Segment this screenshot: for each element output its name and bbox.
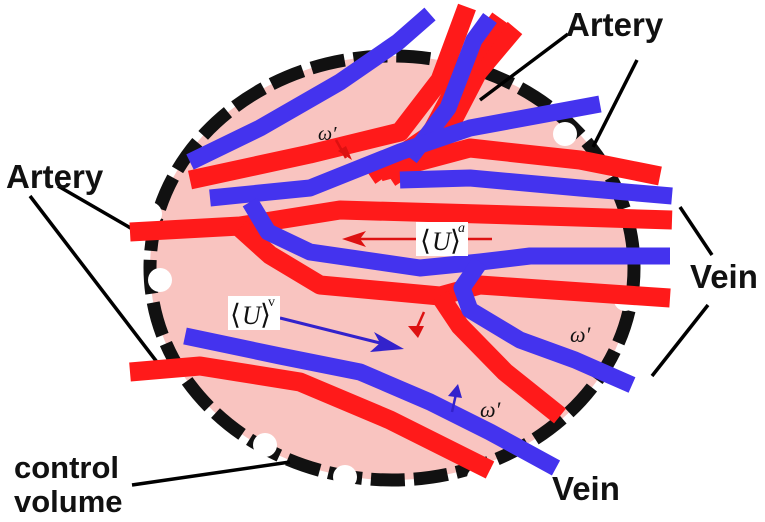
leader-artery-top-2 [591,59,639,148]
control-volume-boundary [143,49,641,487]
pore [247,46,269,68]
arteries [129,3,673,479]
artery-label-left: Artery [6,158,104,195]
vein-mean-velocity-label: ⟨ U ⟩ v [228,295,280,331]
angle-bracket-left: ⟨ [420,226,431,257]
pore [333,465,357,489]
artery-vessel [129,200,673,242]
omega-arrowhead-bottom [448,384,462,398]
vein-velocity-arrow-shaft [279,316,381,345]
mean-velocity-symbol: U [432,227,453,256]
vein-velocity-label-bg [228,296,280,330]
artery-vessel [377,138,662,186]
angle-bracket-right: ⟩ [450,226,461,257]
artery-velocity-arrowhead [342,231,366,247]
vein-vessel [183,327,561,476]
omega-prime-label-mid: ω′ [570,322,592,347]
leader-artery-left-2 [28,194,162,368]
vein-vessel [186,7,436,170]
artery-label-top: Artery [566,6,664,43]
vein-vessel [399,169,673,205]
angle-bracket-left: ⟨ [230,300,241,331]
vein-label-bottom: Vein [552,470,620,507]
artery-vessel [233,220,671,308]
pore [553,122,577,146]
leader-vein-right [678,206,714,256]
vein-label-right: Vein [690,258,758,295]
artery-superscript: a [458,221,465,236]
leader-artery-left [57,184,135,232]
veins [183,7,673,476]
vein-vessel [209,95,602,207]
vein-velocity-arrowhead [370,332,404,352]
math-annotations: ω′ ⟨ U ⟩ a ⟨ U ⟩ v ω′ ω′ [228,123,592,422]
artery-vessel [432,290,566,424]
vessels [129,3,673,479]
leader-control-volume [131,460,291,487]
vein-vessel [242,197,670,277]
control-volume-label-line1: control [14,450,119,485]
omega-prime-label-top: ω′ [318,123,337,145]
labels: Artery Artery Vein Vein control volume [6,6,758,519]
omega-arrowhead-mid [408,326,424,338]
angle-bracket-right: ⟩ [260,300,271,331]
leader-artery-top [478,32,570,102]
pore [253,433,277,457]
flow-arrows [279,139,492,413]
vein-vessel [403,13,497,164]
pore [148,268,172,292]
omega-prime-label-bottom: ω′ [480,397,502,422]
artery-mean-velocity-label: ⟨ U ⟩ a [416,221,468,257]
artery-vessel [129,356,495,479]
leader-lines [28,32,714,487]
control-volume-label-line2: volume [14,484,123,519]
pore [138,202,162,226]
omega-arrowhead-top [338,146,352,160]
mean-velocity-symbol: U [242,301,263,330]
vein-vessel [453,257,636,393]
artery-vessel [187,3,476,190]
artery-velocity-label-bg [416,222,468,256]
leader-vein-right-2 [650,303,710,378]
vein-superscript: v [268,295,275,310]
